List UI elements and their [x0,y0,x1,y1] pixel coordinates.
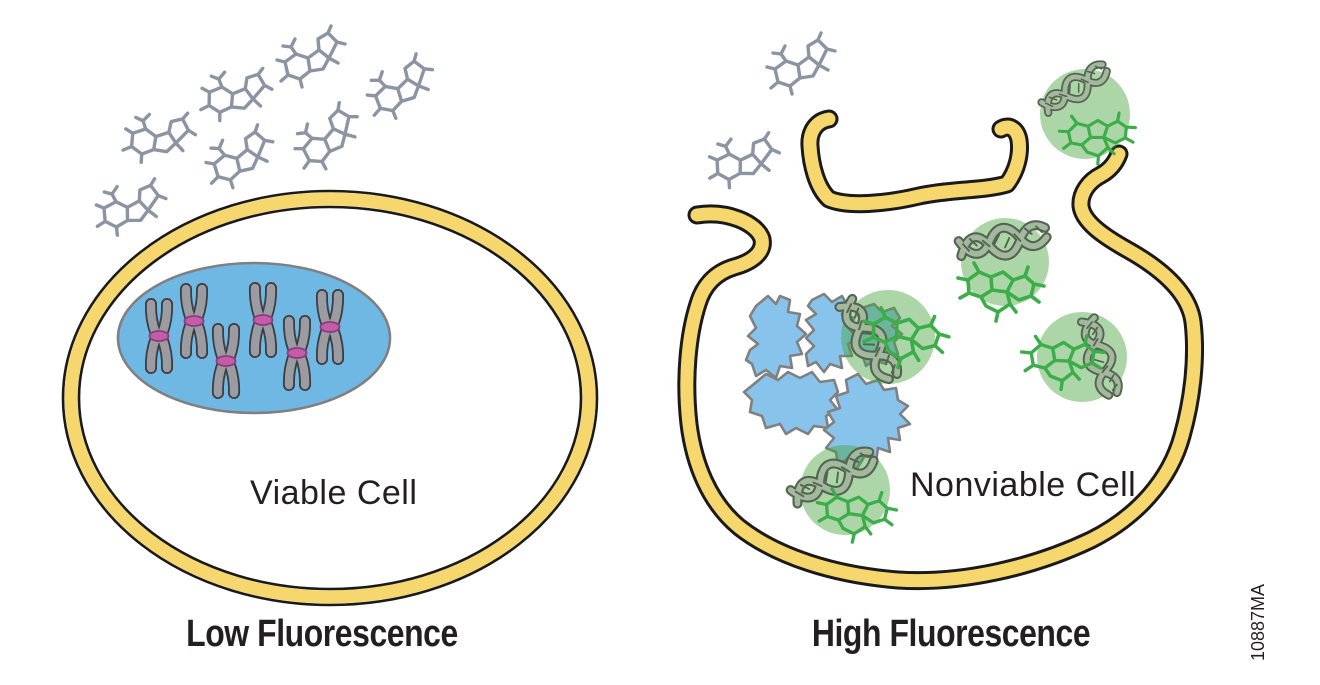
dye-dna-complexes [788,59,1142,544]
dye-molecule-icon [360,50,441,124]
ruptured-cell-membrane [677,109,1205,591]
dye-molecule-icon [115,94,203,178]
nucleus-fragment [742,370,840,436]
dye-molecule-icon [90,169,171,243]
fluorescent-dye-dna-complex [1039,59,1142,171]
nonviable-cell-panel: Nonviable Cell High Fluorescence [677,31,1205,655]
fluorescent-dye-dna-complex [833,290,953,385]
viable-cell-panel: Viable Cell Low Fluorescence [61,24,599,655]
low-fluorescence-caption: Low Fluorescence [186,612,458,654]
dye-molecule-icon [285,97,370,177]
viable-cell-label: Viable Cell [250,474,417,512]
fluorescent-dye-dna-complex [1018,312,1127,402]
figure-id-watermark: 10887MA [1248,584,1268,661]
dye-molecule-icon [703,121,785,197]
high-fluorescence-caption: High Fluorescence [812,612,1090,654]
nucleus-fragment [744,294,808,380]
dye-molecule-icon [275,24,347,89]
dye-molecule-icon [202,122,278,192]
fluorescent-dye-dna-complex [958,218,1049,323]
nonviable-cell-label: Nonviable Cell [910,466,1136,504]
dye-molecule-icon [193,53,278,133]
fluorescent-dye-dna-complex [788,445,899,544]
nucleus-fragment [822,372,912,472]
dye-molecule-icon [765,31,837,96]
